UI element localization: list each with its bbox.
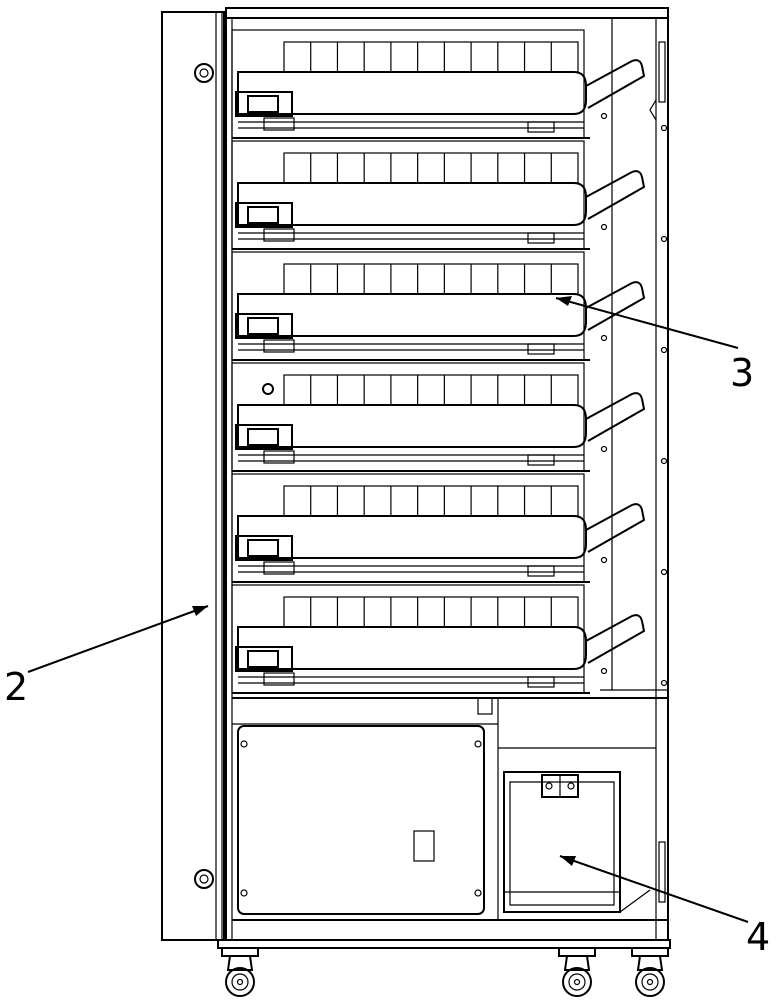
latch-icon [542,775,578,797]
label-door: 2 [4,665,28,709]
motor-icon [236,314,294,352]
chute-lever [586,171,644,219]
clip-icon [528,566,554,576]
motor-icon [236,536,294,574]
motor-icon [236,425,294,463]
callout-2: 2 [4,606,208,709]
cabinet-door [162,12,224,940]
shelf-5 [232,474,667,582]
caster-1 [222,948,258,996]
shelf-2 [232,141,667,249]
chute-lever [586,504,644,552]
clip-icon [528,455,554,465]
shelf-4 [232,363,667,471]
shelf-1 [232,30,667,138]
chute-lever [586,282,644,330]
clip-icon [528,233,554,243]
motor-icon [236,92,294,130]
clip-icon [528,344,554,354]
shelf-6 [232,585,667,693]
clip-icon [528,122,554,132]
lower-access-panel [238,726,484,914]
shelf-3 [232,252,667,360]
label-bin: 4 [746,915,770,959]
casters [222,948,668,996]
clip-icon [528,677,554,687]
chute-lever [586,393,644,441]
caster-2 [559,948,595,996]
caster-3 [632,948,668,996]
chute-lever [586,615,644,663]
hinge-icon-top [195,64,213,82]
lock-icon [414,831,434,861]
collection-bin [504,772,650,912]
chute-lever [586,60,644,108]
base [218,940,670,948]
label-shelf: 3 [730,351,754,395]
shelves [232,30,667,693]
motor-icon [236,647,294,685]
hinge-icon-bottom [195,870,213,888]
motor-icon [236,203,294,241]
